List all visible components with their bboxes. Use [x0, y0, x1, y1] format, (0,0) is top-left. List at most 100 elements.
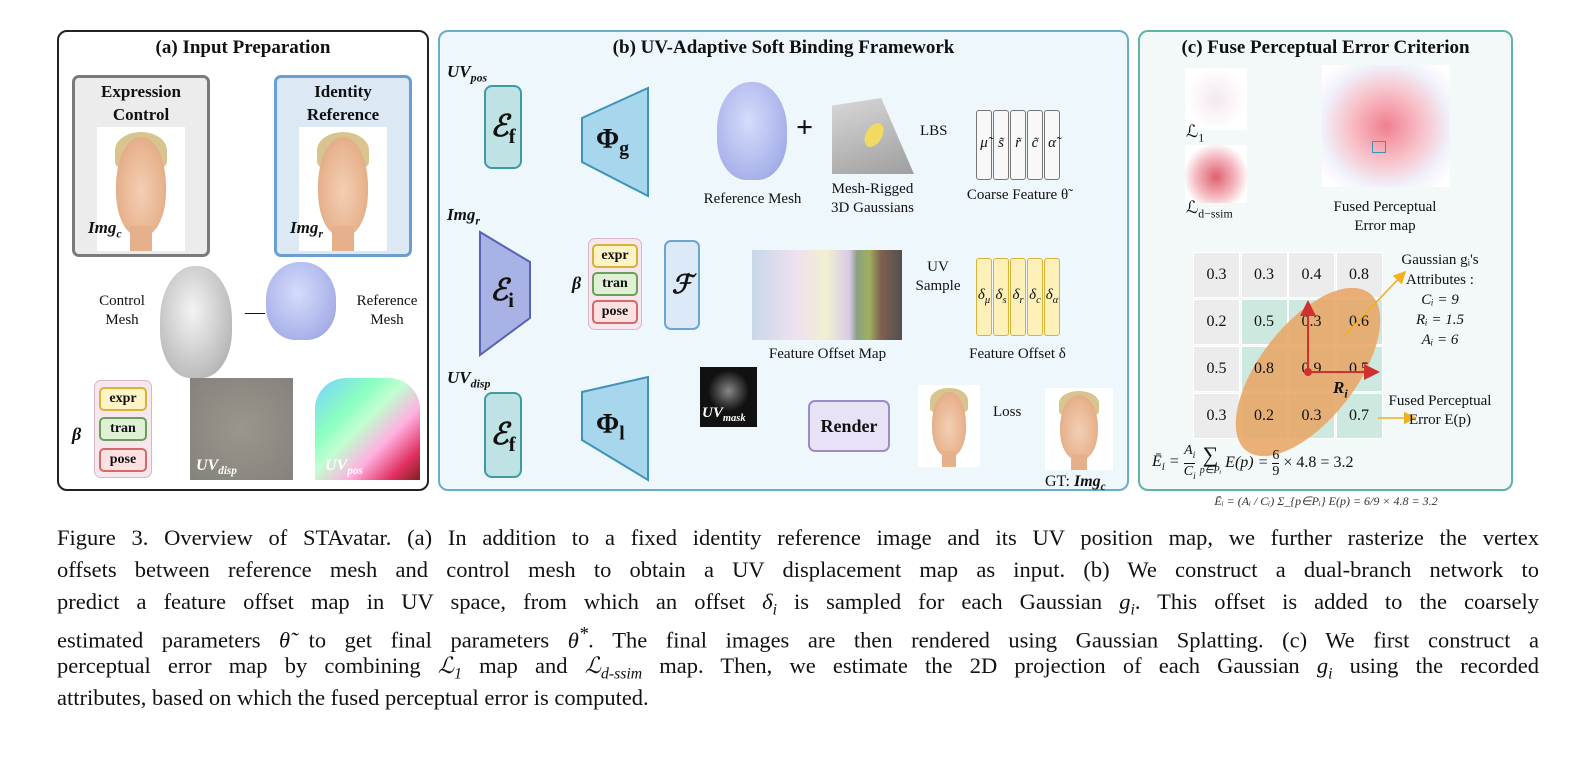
error-grid-cell: 0.3 — [1206, 407, 1227, 424]
coarse-feature-cell: μ̃ — [976, 110, 992, 180]
coarse-feature-label: Coarse Feature θ̃ — [966, 187, 1069, 203]
feature-offset-cell: δc — [1027, 258, 1043, 336]
caption-math: ℒd-ssim — [584, 653, 643, 683]
img-r-label: Imgr — [290, 218, 323, 241]
fusion-module-f: ℱ — [664, 240, 700, 330]
expression-control-face-image — [97, 127, 185, 251]
caption-text: to get final parameters — [290, 627, 568, 653]
encoder-f-bottom: ℰf — [484, 392, 522, 478]
feature-offset-label: Feature Offset δ — [969, 346, 1066, 362]
uv-pos-input-label: UVpos — [447, 62, 488, 85]
caption-math: δi — [762, 589, 777, 619]
error-grid-cell-background — [1193, 252, 1240, 298]
caption-text: offsets between reference mesh and contr… — [57, 557, 1539, 582]
error-grid-cell-background — [1193, 393, 1240, 439]
error-grid-cell: 0.3 — [1301, 313, 1322, 330]
ldssim-label: ℒd−ssim — [1186, 198, 1233, 221]
error-grid-cell-background — [1193, 346, 1240, 392]
uv-pos-map-image — [315, 378, 420, 480]
caption-line: attributes, based on which the fused per… — [57, 682, 1539, 714]
feature-offset-cell: δμ — [976, 258, 992, 336]
fused-error-formula-text: Ēᵢ = (Aᵢ / Cᵢ) Σ_{p∈Pᵢ} E(p) = 6/9 × 4.8… — [1214, 494, 1438, 508]
beta-label: β — [72, 424, 82, 444]
error-grid-cell: 0.7 — [1349, 407, 1369, 424]
beta-b-label: β — [572, 273, 582, 293]
error-grid-cell: 0.8 — [1349, 266, 1369, 283]
caption-text: is sampled for each Gaussian — [776, 589, 1120, 614]
panel-c-title: (c) Fuse Perceptual Error Criterion — [1181, 37, 1470, 58]
caption-text: estimated parameters — [57, 627, 279, 653]
param-pose: pose — [99, 448, 147, 472]
caption-text: . The final images are then rendered usi… — [588, 627, 1539, 653]
error-grid-cell: 0.3 — [1206, 266, 1227, 283]
param-b-tran: tran — [592, 272, 638, 296]
error-grid-cell-background — [1288, 252, 1335, 298]
caption-math: gi — [1316, 653, 1333, 683]
error-grid-cell-background — [1240, 252, 1288, 298]
panel-b-title: (b) UV-Adaptive Soft Binding Framework — [612, 37, 955, 58]
param-b-expr: expr — [592, 244, 638, 268]
encoder-i-block — [479, 230, 531, 357]
phi-l-label: Φl — [596, 409, 625, 445]
encoder-i-label: ℰi — [490, 274, 515, 313]
caption-line: predict a feature offset map in UV space… — [57, 586, 1539, 619]
uv-disp-input-label: UVdisp — [447, 368, 491, 391]
loss-label: Loss — [993, 404, 1022, 420]
error-grid-cell: 0.3 — [1254, 266, 1274, 283]
caption-math: θ̃ — [279, 627, 291, 653]
error-grid-cell: 0.4 — [1301, 266, 1322, 283]
caption-line: offsets between reference mesh and contr… — [57, 554, 1539, 586]
minus-sign: — — [245, 301, 265, 323]
caption-math: ℒ1 — [437, 653, 462, 683]
feature-offset-cell: δr — [1010, 258, 1026, 336]
coarse-feature-cell: r̃ — [1010, 110, 1026, 180]
caption-text: map. Then, we estimate the 2D projection… — [642, 653, 1317, 678]
ldssim-map-image — [1185, 145, 1247, 203]
caption-text: map and — [461, 653, 585, 678]
feature-offset-map-label: Feature Offset Map — [768, 346, 887, 362]
reference-mesh-b-label: Reference Mesh — [703, 191, 802, 207]
identity-reference-face-image — [299, 127, 387, 251]
coarse-feature-vector: μ̃s̃r̃c̃α̃ — [976, 110, 1060, 180]
phi-l-block — [581, 375, 649, 482]
caption-line: Figure 3. Overview of STAvatar. (a) In a… — [57, 522, 1539, 554]
error-grid-cell: 0.2 — [1254, 407, 1274, 424]
caption-text: attributes, based on which the fused per… — [57, 685, 649, 710]
phi-g-block — [581, 86, 649, 198]
img-c-label: Imgc — [88, 218, 122, 241]
l1-map-image — [1185, 68, 1247, 130]
uv-mask-label: UVmask — [702, 405, 746, 424]
reference-mesh-image — [266, 262, 336, 340]
param-b-pose: pose — [592, 300, 638, 324]
uv-pos-label: UVpos — [325, 457, 363, 478]
reference-mesh-b-image — [717, 82, 787, 180]
l1-label: ℒ1 — [1186, 122, 1205, 145]
feature-offset-cell: δs — [993, 258, 1009, 336]
phi-g-label: Φg — [596, 124, 630, 160]
caption-text: predict a feature offset map in UV space… — [57, 589, 763, 614]
render-module: Render — [808, 400, 890, 452]
control-mesh-image — [160, 266, 232, 378]
fused-error-map-image — [1322, 65, 1450, 187]
param-expr: expr — [99, 387, 147, 411]
error-grid-cell-background — [1193, 299, 1240, 345]
error-grid-cell: 0.5 — [1206, 360, 1227, 377]
caption-math: gi — [1119, 589, 1135, 619]
error-grid-cell: 0.5 — [1254, 313, 1274, 330]
coarse-feature-cell: s̃ — [993, 110, 1009, 180]
rendered-face-image — [918, 385, 980, 467]
feature-offset-map-image — [752, 250, 902, 340]
caption-line: perceptual error map by combining ℒ1 map… — [57, 650, 1539, 683]
encoder-f-top: ℰf — [484, 85, 522, 169]
